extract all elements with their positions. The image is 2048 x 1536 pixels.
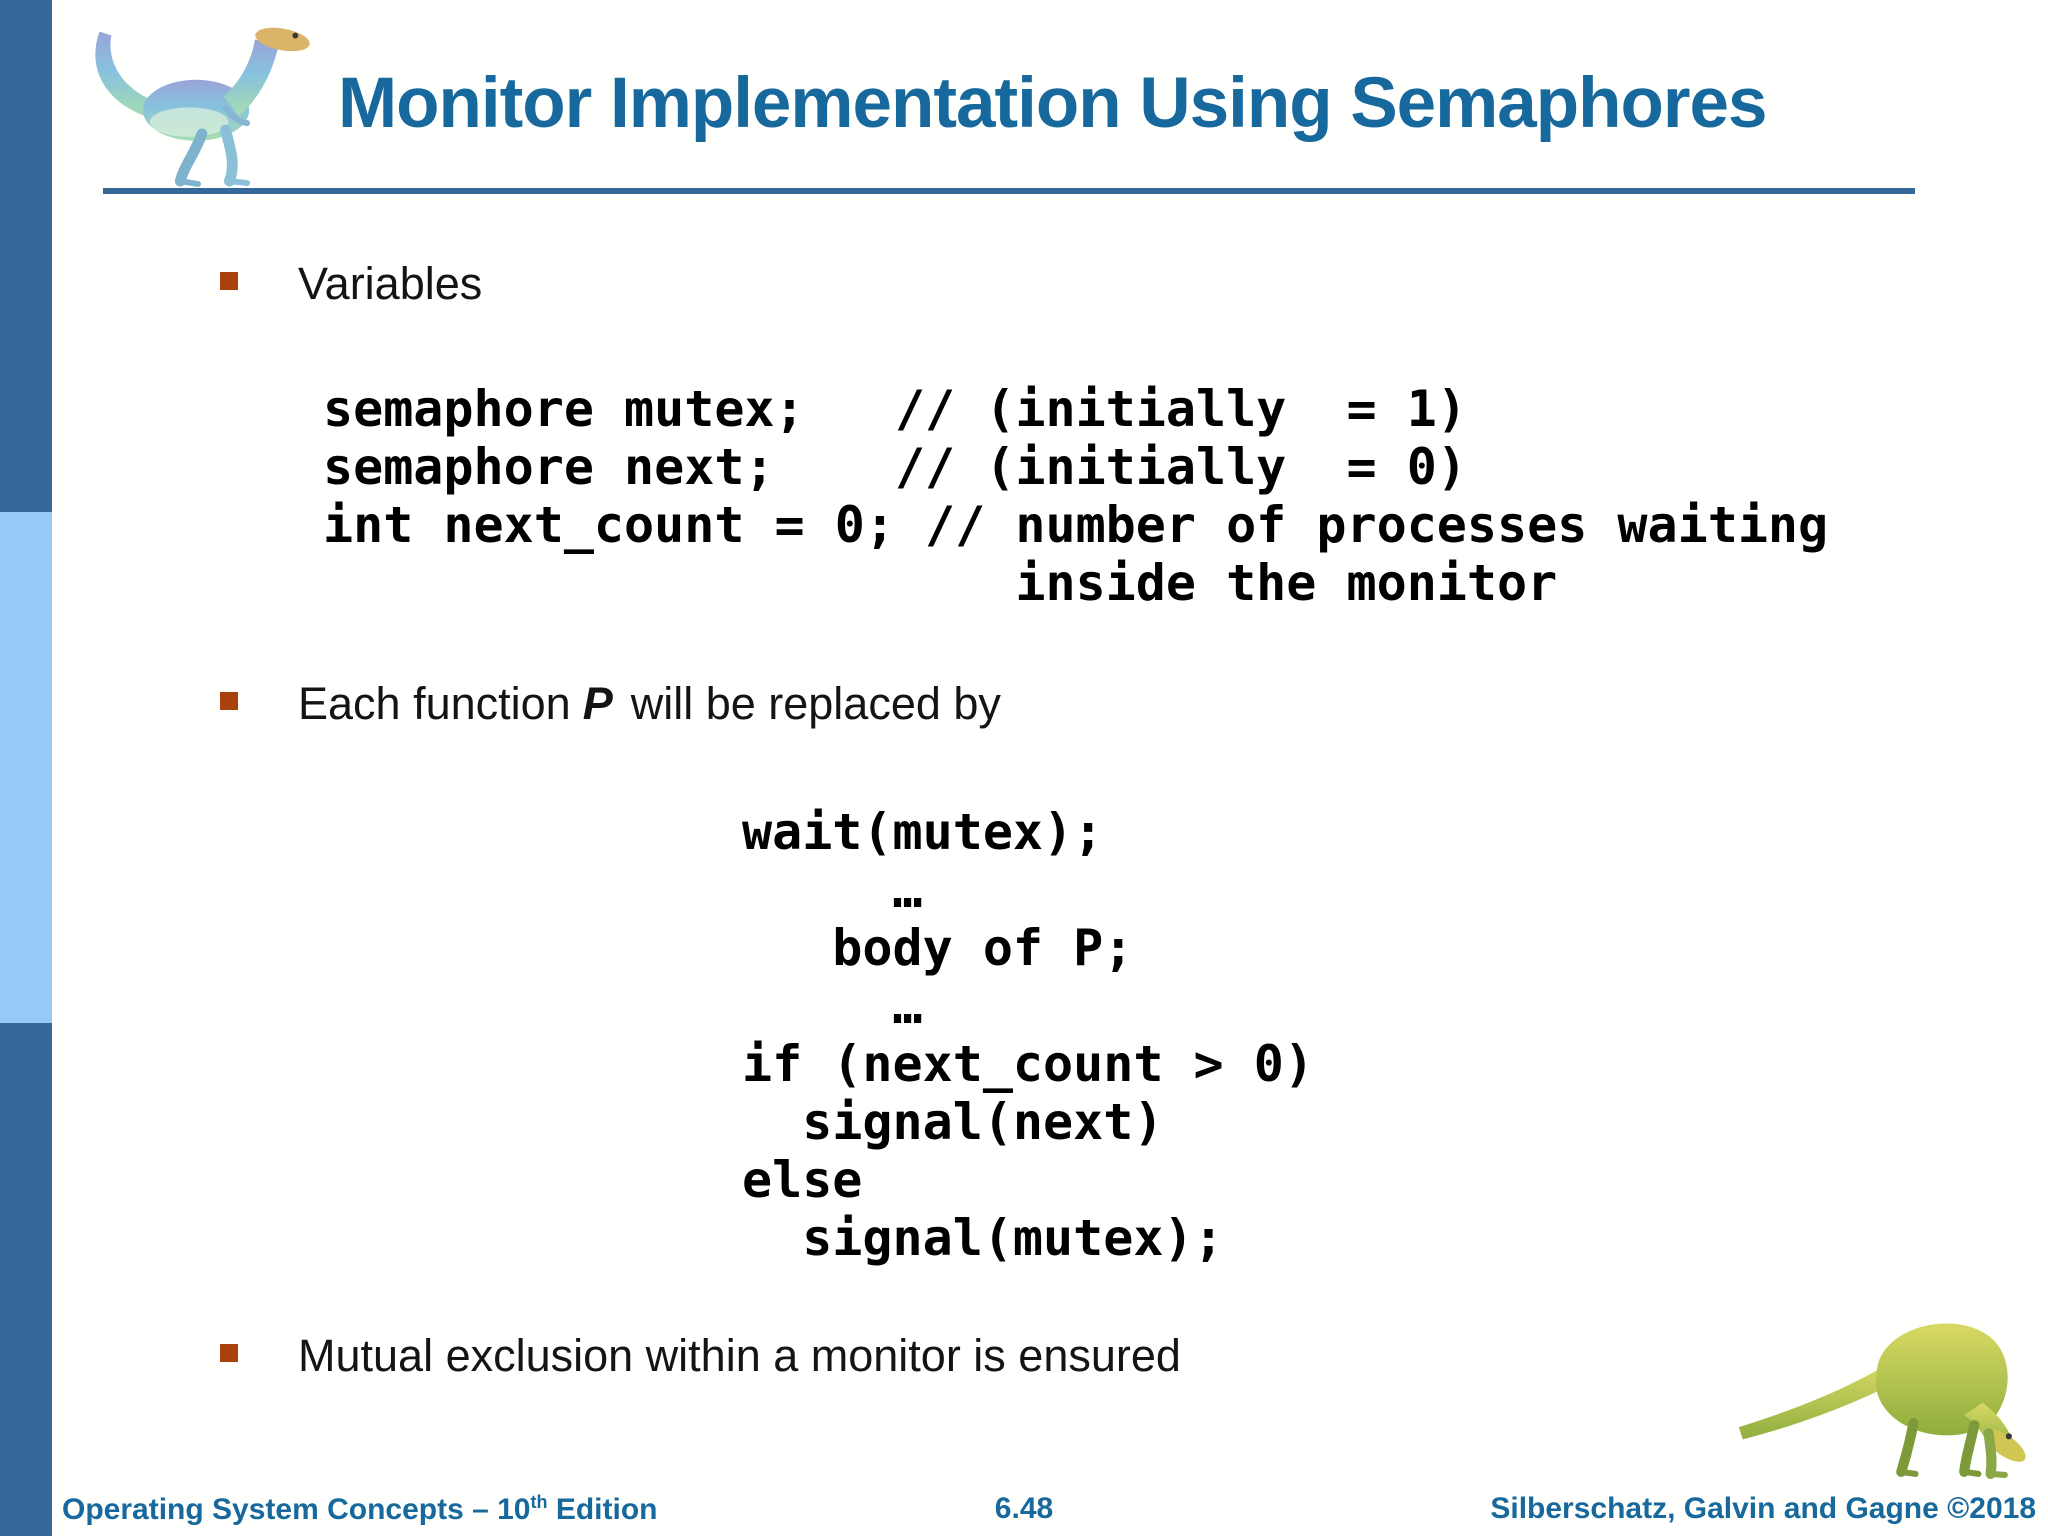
slide-title: Monitor Implementation Using Semaphores (338, 64, 1767, 143)
sidebar-segment-middle (0, 512, 52, 1023)
bullet-each-function-prefix: Each function (298, 678, 571, 729)
bullet-marker-icon (220, 272, 238, 290)
function-p-emphasis: P (582, 678, 613, 729)
bullet-mutual-exclusion-label: Mutual exclusion within a monitor is ens… (298, 1330, 1181, 1381)
bullet-mutual-exclusion: Mutual exclusion within a monitor is ens… (220, 1330, 1181, 1382)
footer-book-title-suffix: Edition (547, 1493, 658, 1526)
code-block-variables: semaphore mutex; // (initially = 1) sema… (323, 380, 1829, 612)
sidebar-segment-bottom (0, 1023, 52, 1536)
footer-book-title: Operating System Concepts – 10th Edition (62, 1492, 657, 1527)
footer-book-title-prefix: Operating System Concepts – 10 (62, 1493, 531, 1526)
left-sidebar (0, 0, 52, 1536)
code-block-replacement: wait(mutex); … body of P; … if (next_cou… (742, 803, 1314, 1267)
bullet-variables: Variables (220, 258, 482, 310)
footer-authors: Silberschatz, Galvin and Gagne ©2018 (1490, 1492, 2036, 1525)
bullet-each-function-suffix: will be replaced by (630, 678, 1001, 729)
bullet-marker-icon (220, 692, 238, 710)
bullet-marker-icon (220, 1344, 238, 1362)
title-divider (103, 188, 1915, 194)
dinosaur-icon (1738, 1323, 2026, 1479)
dinosaur-icon (95, 27, 310, 187)
sidebar-segment-top (0, 0, 52, 512)
footer-book-title-superscript: th (530, 1492, 548, 1512)
bullet-variables-label: Variables (298, 258, 483, 309)
